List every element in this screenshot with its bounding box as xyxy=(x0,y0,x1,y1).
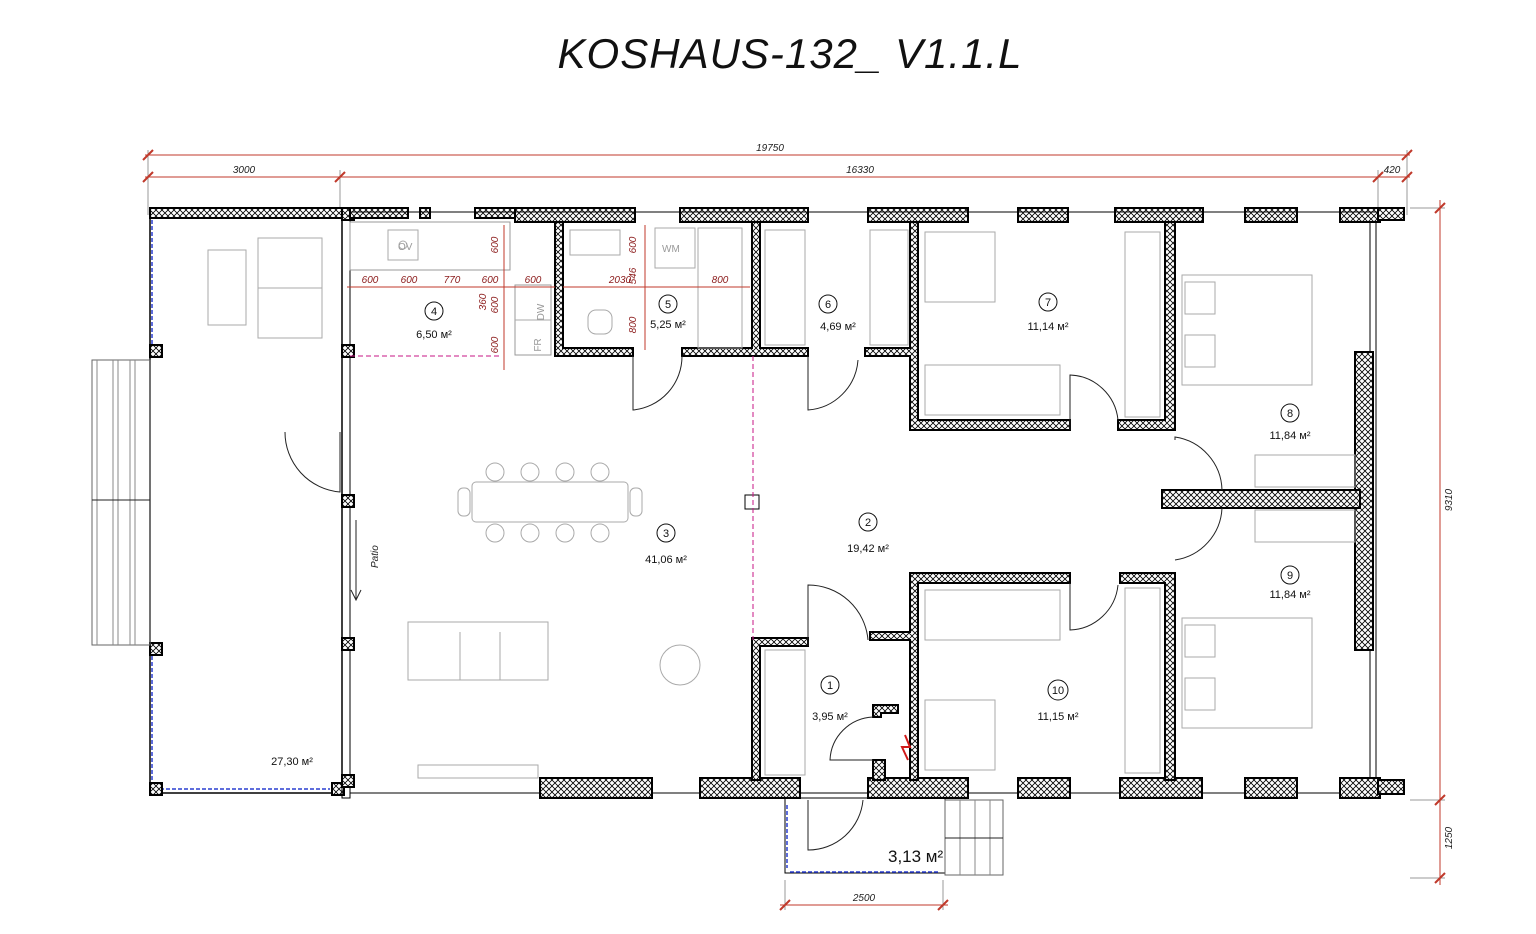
porch-area: 3,13 м² xyxy=(888,847,943,866)
svg-text:10: 10 xyxy=(1052,685,1064,697)
washing-machine-label: WM xyxy=(662,244,680,255)
svg-text:6,50 м²: 6,50 м² xyxy=(416,329,452,341)
room-tags: 1 3,95 м² 2 19,42 м² 3 41,06 м² 4 6,50 м… xyxy=(416,292,1311,723)
dishwasher-label: DW xyxy=(536,303,547,320)
kdim-5: 600 xyxy=(525,275,542,286)
terrace xyxy=(91,207,345,796)
patio-label: Patio xyxy=(370,545,381,568)
dim-house-width: 16330 xyxy=(846,165,874,176)
dim-entrance-width: 2500 xyxy=(852,893,876,904)
room-2: 2 19,42 м² xyxy=(847,512,889,555)
kdim-3: 770 xyxy=(444,275,461,286)
svg-text:2: 2 xyxy=(865,517,871,529)
living-furniture xyxy=(350,462,701,779)
bdim-v1: 600 xyxy=(628,236,639,253)
room-9: 9 11,84 м² xyxy=(1270,565,1311,601)
bedroom-furniture xyxy=(764,229,1356,776)
plan-title: KOSHAUS-132_ V1.1.L xyxy=(557,30,1023,77)
svg-text:7: 7 xyxy=(1045,297,1051,309)
svg-text:11,14 м²: 11,14 м² xyxy=(1028,321,1069,333)
kdim-4: 600 xyxy=(482,275,499,286)
svg-text:8: 8 xyxy=(1287,408,1293,420)
svg-text:3: 3 xyxy=(663,528,669,540)
room-3: 3 41,06 м² xyxy=(645,523,687,566)
svg-text:19,42 м²: 19,42 м² xyxy=(847,543,889,555)
kvdim-4: 600 xyxy=(490,336,501,353)
oven-label: OV xyxy=(398,242,413,253)
kvdim-3: 600 xyxy=(490,296,501,313)
dim-entrance-depth: 1250 xyxy=(1444,826,1455,849)
room-5: 5 5,25 м² xyxy=(650,294,686,331)
bdim-v2: 546 xyxy=(628,267,639,284)
svg-text:11,15 м²: 11,15 м² xyxy=(1038,711,1079,723)
svg-text:5,25 м²: 5,25 м² xyxy=(650,319,686,331)
svg-text:6: 6 xyxy=(825,299,831,311)
outer-walls xyxy=(341,207,1405,799)
svg-text:4,69 м²: 4,69 м² xyxy=(820,321,856,333)
kdim-2: 600 xyxy=(401,275,418,286)
electric-panel-icon xyxy=(900,734,912,761)
svg-text:41,06 м²: 41,06 м² xyxy=(645,554,687,566)
kvdim-2: 360 xyxy=(478,293,489,310)
terrace-area: 27,30 м² xyxy=(271,756,313,768)
svg-text:9: 9 xyxy=(1287,570,1293,582)
kitchen xyxy=(347,221,555,370)
room-7: 7 11,14 м² xyxy=(1028,292,1069,333)
fridge-label: FR xyxy=(533,338,544,351)
doors xyxy=(284,355,1223,851)
svg-text:3,95 м²: 3,95 м² xyxy=(812,711,848,723)
interior-walls xyxy=(350,221,1361,781)
dim-total-width: 19750 xyxy=(756,143,784,154)
room-1: 1 3,95 м² xyxy=(812,675,848,723)
dim-overhang: 420 xyxy=(1384,165,1401,176)
svg-text:11,84 м²: 11,84 м² xyxy=(1270,589,1311,601)
bathroom xyxy=(563,225,750,350)
room-10: 10 11,15 м² xyxy=(1038,679,1079,723)
porch xyxy=(784,797,1004,876)
room-6: 6 4,69 м² xyxy=(818,294,856,333)
bdim-w: 2030 xyxy=(608,275,632,286)
dim-terrace-width: 3000 xyxy=(233,165,256,176)
room-4: 4 6,50 м² xyxy=(416,301,452,341)
svg-text:5: 5 xyxy=(665,299,671,311)
dimension-lines xyxy=(142,149,1446,911)
kvdim-1: 600 xyxy=(490,236,501,253)
svg-text:11,84 м²: 11,84 м² xyxy=(1270,430,1311,442)
bdim-v3: 800 xyxy=(628,316,639,333)
svg-text:1: 1 xyxy=(827,680,833,692)
dim-total-depth: 9310 xyxy=(1444,488,1455,511)
svg-text:4: 4 xyxy=(431,306,437,318)
room-8: 8 11,84 м² xyxy=(1270,403,1311,442)
kdim-1: 600 xyxy=(362,275,379,286)
bdim-w2: 800 xyxy=(712,275,729,286)
